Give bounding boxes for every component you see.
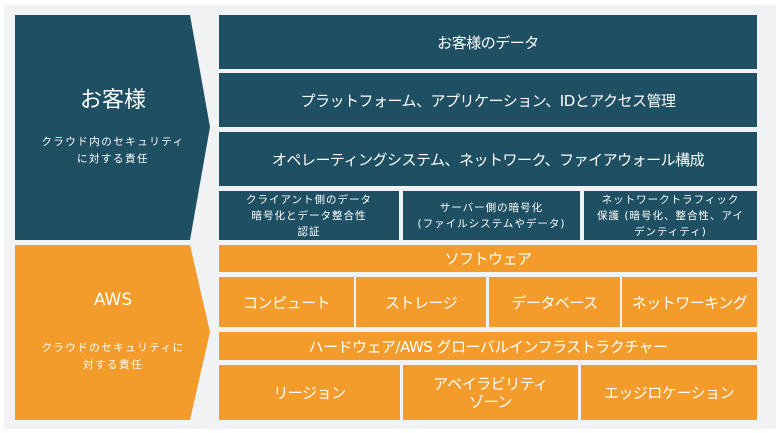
customer-subtitle: クラウド内のセキュリティに対する責任	[15, 134, 211, 168]
line: サーバー側の暗号化	[439, 201, 544, 214]
platform-iam: プラットフォーム、アプリケーション、IDとアクセス管理	[219, 73, 757, 127]
customer-panel: お客様 クラウド内のセキュリティに対する責任	[15, 82, 211, 168]
customer-arrow	[15, 15, 210, 240]
subtitle-line: クラウドのセキュリティに	[41, 342, 185, 354]
infra-edge-location: エッジロケーション	[581, 365, 757, 420]
line: 保護 (暗号化、整合性、アイ	[597, 209, 744, 222]
service-database: データベース	[489, 277, 620, 327]
line: ネットワークトラフィック	[601, 193, 740, 206]
infra-availability-zone: アベイラビリティゾーン	[403, 365, 578, 420]
subtitle-line: クラウド内のセキュリティ	[41, 136, 185, 148]
line: アベイラビリティ	[433, 374, 548, 393]
os-network-firewall: オペレーティングシステム、ネットワーク、ファイアウォール構成	[219, 132, 757, 186]
line: (ファイルシステムやデータ)	[417, 217, 566, 230]
line: 認証	[297, 225, 321, 238]
aws-panel: AWS クラウドのセキュリティに対する責任	[15, 290, 211, 374]
service-networking: ネットワーキング	[622, 277, 757, 327]
line: デンティティ)	[634, 225, 707, 238]
service-storage: ストレージ	[356, 277, 486, 327]
line: リージョン	[273, 384, 346, 402]
customer-title: お客様	[79, 88, 146, 113]
service-compute: コンピュート	[219, 277, 354, 327]
hardware-global-infra: ハードウェア/AWS グローバルインフラストラクチャー	[219, 332, 757, 360]
server-side-encryption: サーバー側の暗号化 (ファイルシステムやデータ)	[403, 191, 580, 240]
client-side-encryption: クライアント側のデータ暗号化とデータ整合性認証	[219, 191, 399, 240]
network-traffic-protection: ネットワークトラフィック保護 (暗号化、整合性、アイデンティティ)	[584, 191, 757, 240]
line: ゾーン	[469, 392, 512, 411]
line: エッジロケーション	[603, 384, 735, 402]
subtitle-line: 対する責任	[83, 359, 143, 371]
subtitle-line: に対する責任	[77, 153, 149, 165]
line: クライアント側のデータ	[245, 193, 373, 206]
customer-data: お客様のデータ	[219, 15, 757, 69]
software: ソフトウェア	[219, 245, 757, 272]
aws-subtitle: クラウドのセキュリティに対する責任	[15, 340, 211, 374]
aws-title: AWS	[93, 290, 133, 310]
aws-arrow	[15, 245, 210, 420]
line: 暗号化とデータ整合性	[251, 209, 367, 222]
infra-region: リージョン	[219, 365, 400, 420]
